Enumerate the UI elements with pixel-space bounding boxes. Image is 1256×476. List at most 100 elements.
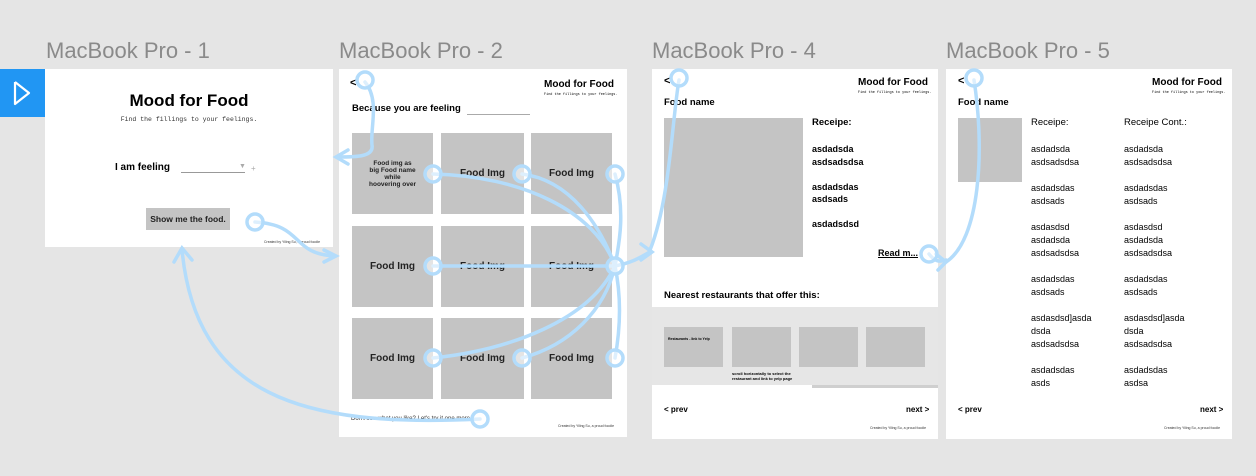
restaurant-card[interactable]: Restaurants - link to Yelp	[664, 327, 723, 367]
food-image	[664, 118, 803, 257]
recipe-line	[1124, 169, 1185, 182]
app-title: Mood for Food	[1152, 77, 1222, 88]
recipe-line: asdadsdas	[812, 181, 859, 192]
recipe-line: asds	[1031, 378, 1051, 388]
food-tile-hover[interactable]: Food img as big Food name while hooverin…	[352, 133, 433, 214]
frame-title-macbook-pro-1[interactable]: MacBook Pro - 1	[46, 38, 210, 63]
recipe-line: asdsads	[812, 194, 849, 204]
recipe-line: asdadsda	[1031, 235, 1071, 245]
recipe-line: asdadsdas	[1031, 183, 1075, 193]
recipe-line: asdadsdas	[1031, 274, 1075, 284]
food-name: Food name	[958, 97, 1009, 108]
arrowhead-icon	[172, 244, 194, 264]
read-more-link[interactable]: Read m...	[878, 248, 919, 258]
recipe-line: asdasdsd]asda	[1031, 313, 1092, 323]
credit-text: Created by Yiling Su, a proud foodie	[870, 426, 927, 430]
show-food-button[interactable]: Show me the food.	[146, 208, 230, 230]
next-button[interactable]: next >	[1200, 405, 1224, 414]
food-tile[interactable]: Food Img	[441, 133, 524, 214]
recipe-line	[1031, 208, 1092, 221]
add-icon[interactable]: +	[251, 164, 256, 173]
food-name: Food name	[664, 97, 715, 108]
food-tile[interactable]: Food Img	[352, 226, 433, 307]
app-subtitle: Find the fillings to your feelings.	[120, 116, 258, 123]
frame-macbook-pro-4[interactable]: < Mood for Food Find the fillings to you…	[652, 69, 938, 439]
food-tile[interactable]: Food Img	[531, 226, 612, 307]
nearest-restaurants-heading: Nearest restaurants that offer this:	[664, 290, 820, 301]
recipe-line: asdsadsdsa	[812, 156, 864, 167]
recipe-line: asdadsdsd	[812, 219, 860, 229]
prev-button[interactable]: < prev	[664, 405, 688, 414]
recipe-line: asdadsdas	[1124, 274, 1168, 284]
recipe-cont-label: Receipe Cont.:	[1124, 117, 1187, 128]
recipe-line: asdsads	[1031, 196, 1065, 206]
arrowhead-icon	[639, 242, 655, 262]
frame-macbook-pro-5[interactable]: < Mood for Food Find the fillings to you…	[946, 69, 1232, 439]
recipe-line: asdasdsd	[1031, 222, 1070, 232]
play-icon	[13, 81, 31, 106]
recipe-text: asdadsda asdsadsdsa asdadsdas asdsads asda…	[812, 143, 864, 231]
back-button[interactable]: <	[664, 75, 671, 87]
recipe-line	[1031, 299, 1092, 312]
recipe-line: asdadsdas	[1031, 365, 1075, 375]
app-subtitle: Find the fillings to your feelings.	[1152, 91, 1226, 95]
recipe-line: asdsads	[1124, 196, 1158, 206]
prototype-play-button[interactable]	[0, 69, 45, 117]
restaurant-card[interactable]	[866, 327, 925, 367]
recipe-line: asdsadsdsa	[1124, 248, 1173, 258]
food-tile[interactable]: Food Img	[531, 133, 612, 214]
recipe-line: asdsads	[1124, 287, 1158, 297]
app-title: Mood for Food	[544, 79, 614, 90]
recipe-line: dsda	[1031, 326, 1051, 336]
recipe-line	[812, 168, 864, 181]
app-title: Mood for Food	[858, 77, 928, 88]
credit-text: Created by Yiling Su, a proud foodie	[264, 240, 321, 244]
food-tile[interactable]: Food Img	[441, 318, 524, 399]
recipe-line: asdsadsdsa	[1031, 339, 1080, 349]
recipe-line: asdadsda	[1124, 144, 1164, 154]
frame-title-macbook-pro-4[interactable]: MacBook Pro - 4	[652, 38, 816, 63]
recipe-line: asdadsda	[812, 144, 854, 154]
frame-macbook-pro-2[interactable]: < Mood for Food Find the fillings to you…	[339, 69, 627, 437]
app-subtitle: Find the fillings to your feelings.	[858, 91, 932, 95]
back-button[interactable]: <	[350, 77, 357, 89]
recipe-line	[1031, 260, 1092, 273]
recipe-column-2: asdadsda asdsadsdsa asdadsdas asdsads asda…	[1124, 143, 1185, 390]
food-tile[interactable]: Food Img	[352, 318, 433, 399]
food-tile[interactable]: Food Img	[441, 226, 524, 307]
food-tile[interactable]: Food Img	[531, 318, 612, 399]
next-button[interactable]: next >	[906, 405, 930, 414]
feeling-text: Because you are feeling	[352, 103, 461, 114]
feeling-dropdown[interactable]	[181, 172, 245, 173]
frame-title-macbook-pro-2[interactable]: MacBook Pro - 2	[339, 38, 503, 63]
arrowhead-icon	[322, 248, 340, 264]
recipe-line: dsda	[1124, 326, 1144, 336]
frame-title-macbook-pro-5[interactable]: MacBook Pro - 5	[946, 38, 1110, 63]
back-button[interactable]: <	[958, 75, 965, 87]
feeling-value	[467, 114, 530, 115]
recipe-line	[1124, 260, 1185, 273]
app-title: Mood for Food	[129, 91, 249, 110]
restaurant-card[interactable]	[732, 327, 791, 367]
restaurant-card[interactable]	[799, 327, 858, 367]
app-subtitle: Find the fillings to your feelings.	[544, 93, 618, 97]
recipe-line	[1124, 208, 1185, 221]
credit-text: Created by Yiling Su, a proud foodie	[558, 424, 615, 428]
recipe-line	[812, 206, 864, 219]
prev-button[interactable]: < prev	[958, 405, 982, 414]
recipe-line	[1031, 169, 1092, 182]
feeling-label: I am feeling	[115, 162, 171, 173]
recipe-line: asdsadsdsa	[1124, 157, 1173, 167]
recipe-line: asdsadsdsa	[1031, 157, 1080, 167]
scroll-hint: scroll horizontally to select the restau…	[732, 371, 793, 381]
restaurant-link[interactable]: Restaurants - link to Yelp	[668, 337, 710, 341]
try-again-link[interactable]: Don't see what you like? Let's try it on…	[351, 416, 471, 422]
recipe-line: asdasdsd]asda	[1124, 313, 1185, 323]
chevron-down-icon[interactable]: ▼	[239, 163, 246, 170]
recipe-line	[1031, 351, 1092, 364]
recipe-label: Receipe:	[1031, 117, 1069, 128]
recipe-line: asdadsda	[1124, 235, 1164, 245]
frame-macbook-pro-1[interactable]: Mood for Food Find the fillings to your …	[45, 69, 333, 247]
carousel-scrollbar-thumb[interactable]	[652, 385, 812, 388]
recipe-column-1: asdadsda asdsadsdsa asdadsdas asdsads asda…	[1031, 143, 1092, 390]
